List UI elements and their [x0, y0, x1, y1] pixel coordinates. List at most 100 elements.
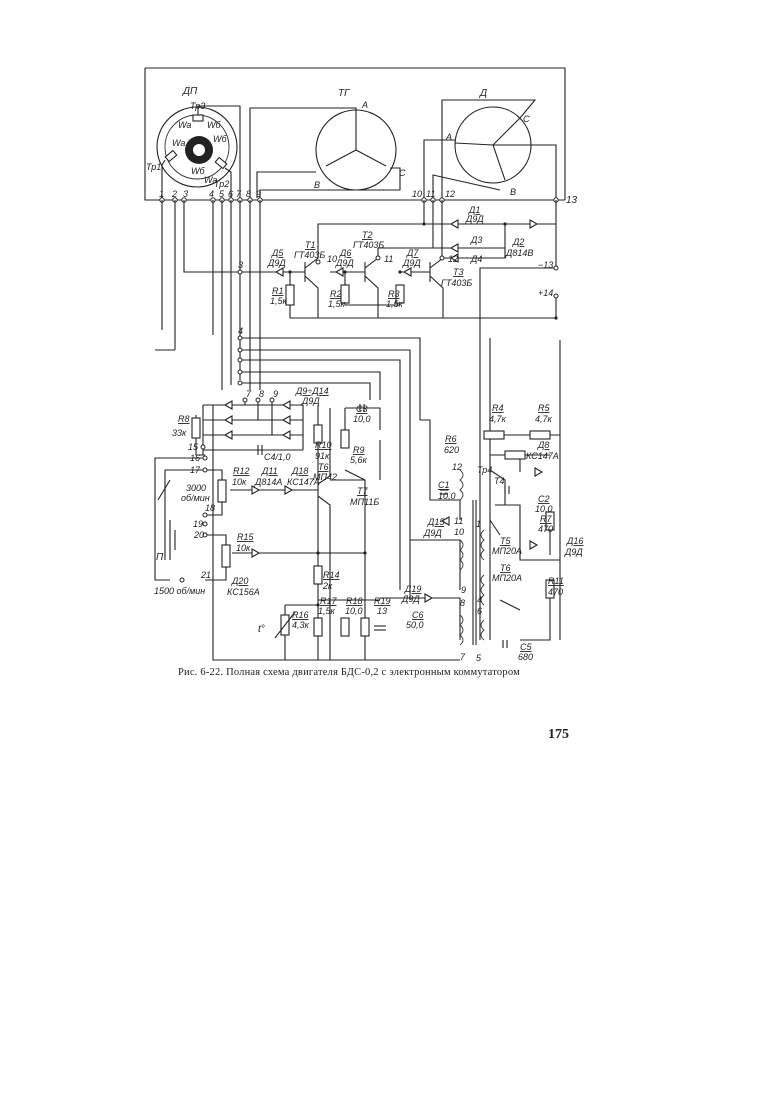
label-terminal: 13 [566, 195, 578, 206]
label-speed-unit: об/мин [181, 493, 210, 503]
label-r10-value: 91к [315, 451, 330, 461]
label-r11-value: 470 [548, 587, 563, 597]
label-r2: R2 [330, 289, 342, 299]
label-d15-type: Д9Д [423, 528, 442, 538]
label-terminal: 8 [246, 189, 251, 199]
label-winding: Wб [191, 166, 205, 176]
label-t6: Т6 [318, 462, 329, 472]
label-d3: Д3 [470, 235, 482, 245]
figure-caption: Рис. 6-22. Полная схема двигателя БДС-0,… [178, 667, 520, 678]
output-stage-wiring [472, 338, 561, 645]
tachogenerator [249, 107, 401, 198]
label-t5-type: МП20А [492, 546, 522, 556]
label-r6: R6 [445, 434, 457, 444]
label-d16: Д16 [566, 536, 583, 546]
label-r19-value: 13 [377, 606, 387, 616]
label-r9-value: 5,6к [350, 455, 368, 465]
label-winding-tap: 9 [461, 585, 466, 595]
label-d18: Д18 [291, 466, 308, 476]
control-components [157, 397, 434, 639]
label-winding: Wa [178, 120, 191, 130]
label-r15-value: 10к [236, 543, 251, 553]
label-switch-contact: 20 [193, 530, 204, 540]
label-tg-a: A [361, 100, 368, 110]
label-winding-tap: 6 [477, 606, 482, 616]
label-tr4: Тр4 [477, 465, 492, 475]
label-t3-type: ГТ403Б [441, 278, 472, 288]
label-winding-tap: 11 [454, 516, 463, 526]
label-d-b: B [510, 187, 516, 197]
label-r9: R9 [353, 445, 365, 455]
label-r18-value: 10,0 [345, 606, 363, 616]
label-c4: C4/1,0 [264, 452, 291, 462]
label-node: 4 [238, 326, 243, 336]
label-t6-output: Т6 [500, 563, 511, 573]
label-t1-type: ГТ403Б [294, 250, 325, 260]
label-r11: R11 [548, 576, 564, 586]
label-r17-value: 1,5к [318, 606, 336, 616]
label-r8: R8 [178, 414, 190, 424]
label-d5-type: Д9Д [267, 258, 286, 268]
label-switch-contact: 15 [188, 442, 199, 452]
label-r2-value: 1,5к [328, 299, 346, 309]
motor [423, 99, 557, 198]
label-c1: C1 [438, 480, 450, 490]
label-d20: Д20 [231, 576, 248, 586]
label-d15: Д15 [427, 517, 445, 527]
label-node: 8 [259, 389, 264, 399]
label-terminal: 3 [183, 189, 188, 199]
label-c5-value: 680 [518, 652, 533, 662]
label-winding: Wб [213, 134, 227, 144]
label-d11-type: Д814А [254, 477, 282, 487]
label-c2: C2 [538, 494, 550, 504]
label-r14-value: 2к [322, 581, 333, 591]
label-terminal: 12 [445, 189, 455, 199]
bus-wires [155, 200, 421, 600]
label-node: 12 [448, 254, 458, 264]
label-c3-value: 10,0 [353, 414, 371, 424]
page-number: 175 [548, 727, 569, 742]
label-plus14: +14 [538, 288, 553, 298]
label-d2: Д2 [512, 237, 524, 247]
label-d16-type: Д9Д [564, 547, 583, 557]
label-r17: R17 [320, 596, 338, 606]
label-d8: Д8 [537, 440, 549, 450]
label-node: 9 [273, 389, 278, 399]
label-dp: ДП [182, 86, 198, 97]
label-terminal: 10 [412, 189, 422, 199]
label-tg-b: B [314, 180, 320, 190]
label-switch-contact: 19 [193, 519, 203, 529]
label-tr2: Тр2 [214, 179, 229, 189]
label-terminal: 2 [171, 189, 177, 199]
position-sensor [156, 105, 241, 198]
label-switch-p: П [156, 552, 164, 563]
label-c2-value: 10,0 [535, 504, 553, 514]
label-r4: R4 [492, 403, 504, 413]
label-d2-type: Д814В [505, 248, 533, 258]
label-speed-3000: 3000 [186, 483, 206, 493]
label-d11: Д11 [261, 466, 278, 476]
label-r8-value: 33к [172, 428, 187, 438]
label-r18: R18 [346, 596, 363, 606]
label-terminal: 9 [256, 189, 261, 199]
label-winding-tap: 8 [460, 598, 465, 608]
label-d4: Д4 [470, 254, 482, 264]
label-terminal: 4 [209, 189, 214, 199]
label-c1-value: 10,0 [438, 491, 456, 501]
label-terminal: 11 [426, 189, 435, 199]
label-d6-type: Д9Д [335, 258, 354, 268]
label-winding-tap: 12 [452, 462, 462, 472]
label-d9-d14-type: Д9Д [301, 396, 320, 406]
label-r5-value: 4,7к [535, 414, 553, 424]
label-node: 7 [246, 389, 252, 399]
label-d7: Д7 [406, 248, 419, 258]
label-winding-tap: 7 [460, 652, 466, 662]
label-node: 3 [238, 260, 243, 270]
label-r4-value: 4,7к [489, 414, 507, 424]
label-d20-type: КС156А [227, 587, 260, 597]
label-r12-value: 10к [232, 477, 247, 487]
label-r10: R10 [315, 440, 332, 450]
label-r1: R1 [272, 286, 284, 296]
label-t1: Т1 [305, 240, 316, 250]
label-r1-value: 1,5к [270, 296, 288, 306]
